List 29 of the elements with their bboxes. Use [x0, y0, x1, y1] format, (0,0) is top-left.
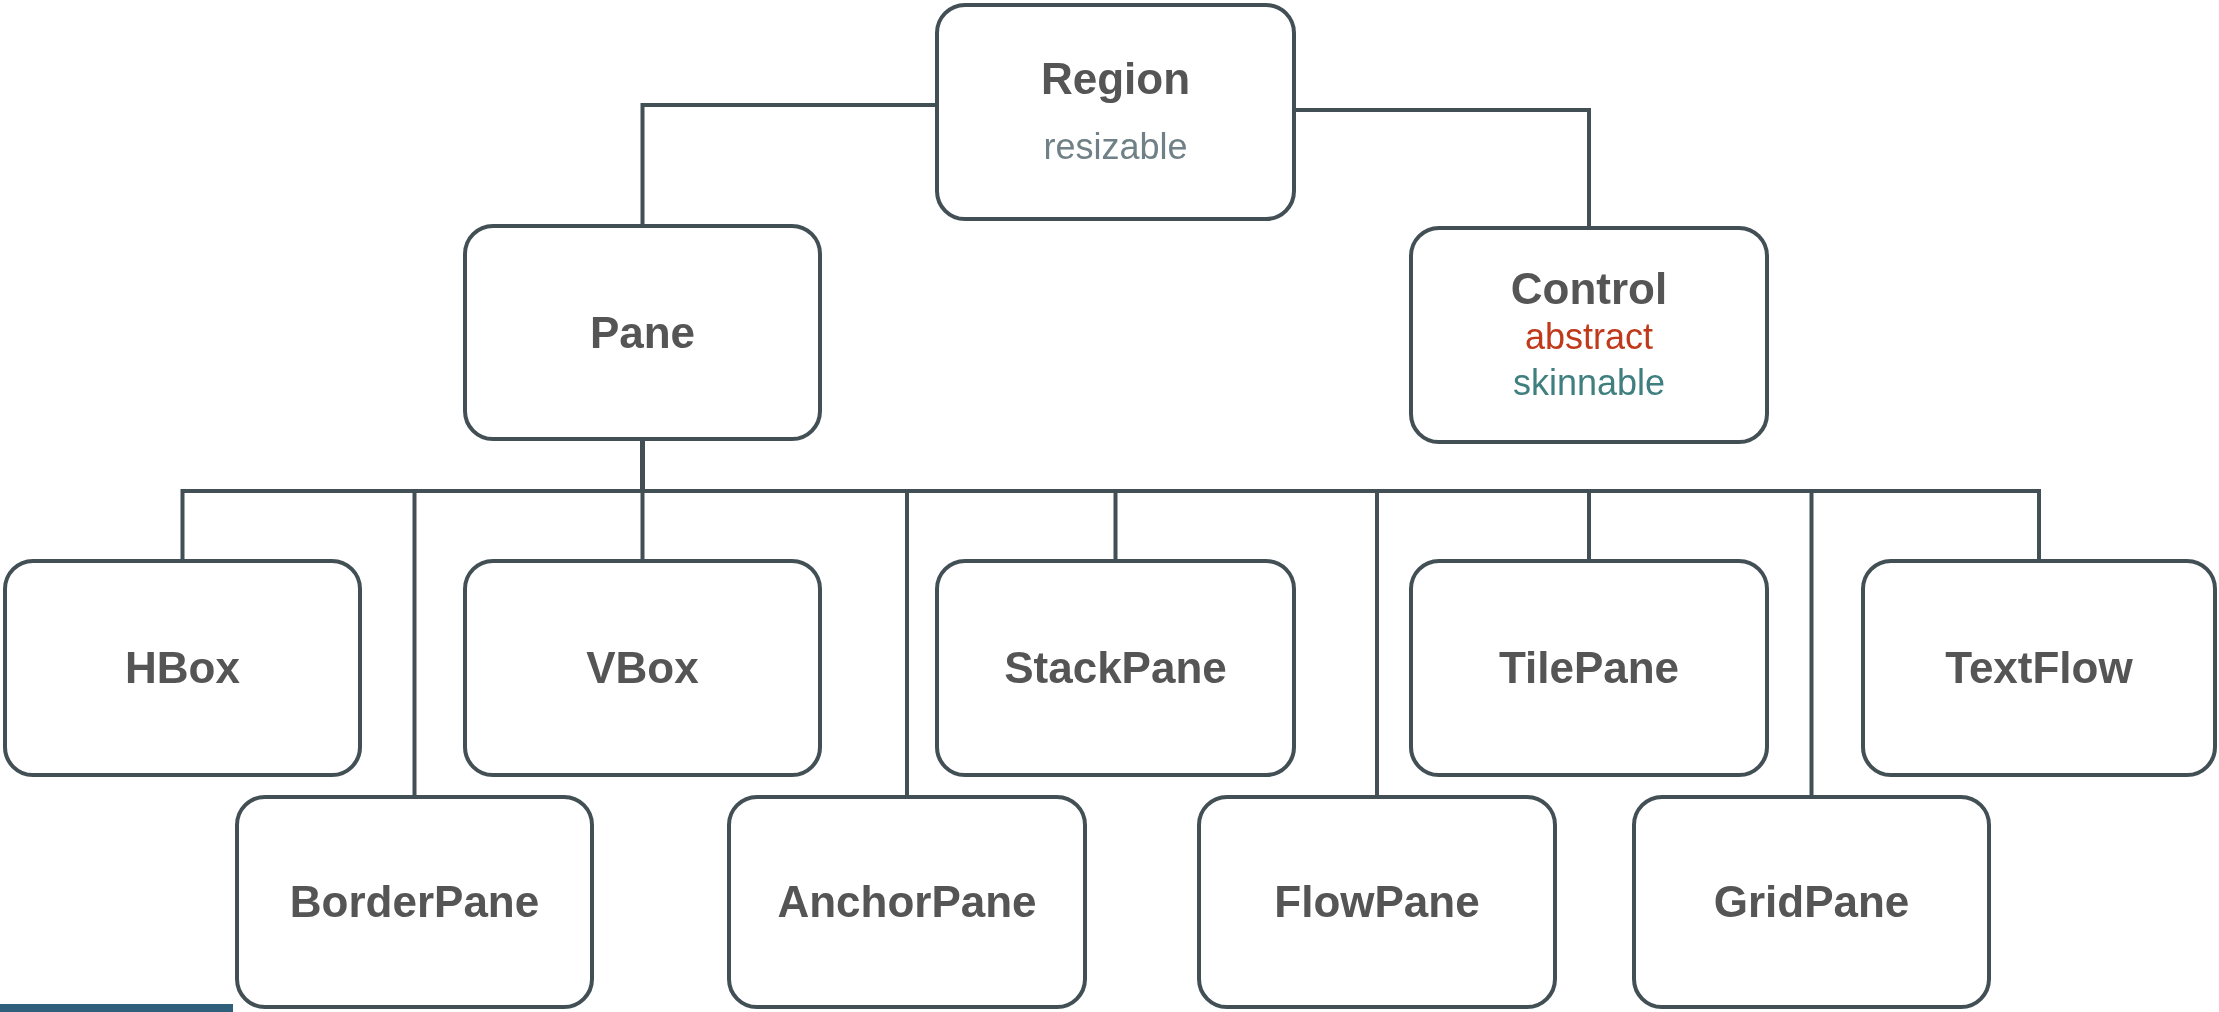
class-name: StackPane	[1004, 643, 1227, 693]
class-property: abstract	[1524, 315, 1654, 359]
class-name: AnchorPane	[777, 877, 1037, 927]
connector-line	[640, 103, 935, 224]
class-box	[1632, 795, 1991, 1009]
class-name: Control	[1510, 264, 1668, 314]
class-property: resizable	[1043, 125, 1188, 169]
class-name: GridPane	[1713, 877, 1910, 927]
class-box	[3, 559, 362, 777]
class-name: BorderPane	[289, 877, 540, 927]
class-name: TilePane	[1498, 643, 1680, 693]
class-name: Region	[1040, 54, 1191, 104]
class-name: VBox	[586, 643, 699, 693]
class-box	[727, 795, 1087, 1009]
class-box	[1861, 559, 2217, 777]
class-name: Pane	[589, 307, 696, 358]
class-name: FlowPane	[1274, 877, 1480, 927]
class-box	[935, 3, 1296, 221]
class-box	[235, 795, 594, 1009]
class-box	[463, 559, 822, 777]
class-property: skinnable	[1512, 361, 1666, 405]
class-box	[1197, 795, 1557, 1009]
class-box	[1409, 226, 1769, 444]
class-box	[935, 559, 1296, 777]
connector-line	[1296, 108, 1591, 226]
class-box	[1409, 559, 1769, 777]
class-name: TextFlow	[1945, 643, 2133, 693]
class-name: HBox	[125, 643, 240, 693]
class-box	[463, 224, 822, 441]
